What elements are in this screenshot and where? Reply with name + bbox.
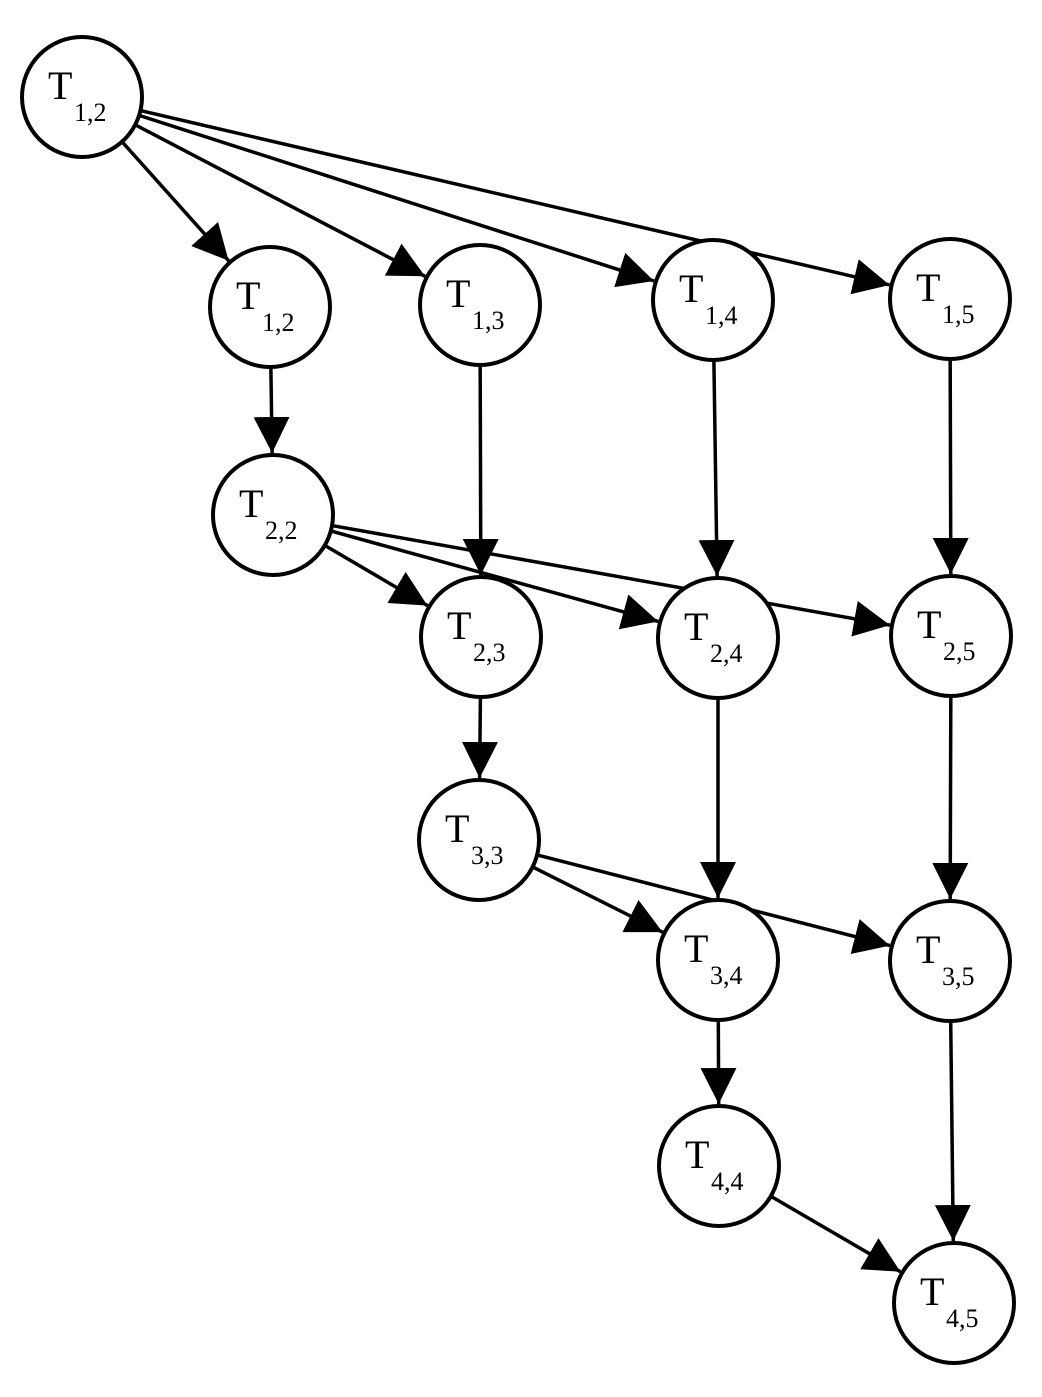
node-circle [417, 778, 541, 902]
node-circle [208, 245, 332, 369]
node-t35: T3,5 [888, 899, 1012, 1023]
edge-t14-to-t24 [698, 359, 735, 577]
nodes: T1,2T1,2T1,3T1,4T1,5T2,2T2,3T2,4T2,5T3,3… [20, 35, 1016, 1365]
edge-t23-to-t33 [461, 696, 498, 779]
node-label-subscript: 4,4 [711, 1167, 744, 1196]
node-label-subscript: 3,4 [710, 961, 743, 990]
node-label-letter: T [48, 63, 72, 108]
edge-t25-to-t35 [932, 695, 969, 900]
edge-t35-to-t45 [934, 1020, 971, 1242]
node-t44: T4,4 [657, 1104, 781, 1228]
node-label-letter: T [446, 271, 470, 316]
node-t45: T4,5 [892, 1241, 1016, 1365]
node-label-letter: T [236, 273, 260, 318]
node-circle [656, 576, 780, 700]
node-label-subscript: 3,5 [942, 962, 975, 991]
node-label-letter: T [920, 1269, 944, 1314]
edge-t33-to-t34 [531, 865, 664, 934]
edge-t22-to-t24 [330, 529, 659, 630]
node-label-letter: T [685, 1132, 709, 1177]
edge-t12a-to-t12b [120, 140, 230, 262]
node-circle [656, 898, 780, 1022]
node-label-subscript: 4,5 [946, 1304, 979, 1333]
node-circle [892, 1241, 1016, 1365]
node-label-letter: T [445, 806, 469, 851]
edge-t22-to-t23 [323, 543, 429, 608]
node-circle [418, 243, 542, 367]
edge-t12a-to-t13 [134, 123, 426, 278]
node-label-subscript: 2,2 [265, 516, 298, 545]
edge-t12b-to-t22 [253, 366, 290, 454]
node-circle [211, 453, 335, 577]
node-label-letter: T [917, 602, 941, 647]
node-label-subscript: 2,3 [473, 638, 506, 667]
node-t22: T2,2 [211, 453, 335, 577]
node-label-subscript: 3,3 [471, 841, 504, 870]
node-label-letter: T [916, 927, 940, 972]
node-circle [20, 35, 144, 159]
node-t23: T2,3 [419, 575, 543, 699]
edges [120, 108, 971, 1274]
node-t15: T1,5 [888, 237, 1012, 361]
node-label-subscript: 1,2 [74, 98, 107, 127]
node-label-letter: T [679, 266, 703, 311]
node-circle [888, 899, 1012, 1023]
node-label-letter: T [684, 926, 708, 971]
node-t12b: T1,2 [208, 245, 332, 369]
node-t13: T1,3 [418, 243, 542, 367]
node-circle [651, 238, 775, 362]
node-circle [419, 575, 543, 699]
node-t24: T2,4 [656, 576, 780, 700]
node-t34: T3,4 [656, 898, 780, 1022]
node-circle [889, 574, 1013, 698]
node-t12a: T1,2 [20, 35, 144, 159]
node-label-subscript: 2,4 [710, 639, 743, 668]
node-label-subscript: 2,5 [943, 637, 976, 666]
node-t14: T1,4 [651, 238, 775, 362]
node-circle [888, 237, 1012, 361]
node-label-subscript: 1,2 [262, 308, 295, 337]
node-label-letter: T [916, 265, 940, 310]
edge-t12a-to-t15 [140, 108, 891, 295]
edge-t22-to-t25 [331, 523, 891, 637]
node-circle [657, 1104, 781, 1228]
edge-t12a-to-t14 [138, 113, 655, 288]
node-label-letter: T [684, 604, 708, 649]
edge-t13-to-t23 [462, 364, 499, 576]
node-label-subscript: 1,4 [705, 301, 738, 330]
node-label-subscript: 1,3 [472, 306, 505, 335]
edge-t15-to-t25 [932, 358, 969, 575]
node-label-subscript: 1,5 [942, 300, 975, 329]
node-label-letter: T [447, 603, 471, 648]
node-t33: T3,3 [417, 778, 541, 902]
node-t25: T2,5 [889, 574, 1013, 698]
edge-t44-to-t45 [769, 1194, 902, 1274]
node-label-letter: T [239, 481, 263, 526]
